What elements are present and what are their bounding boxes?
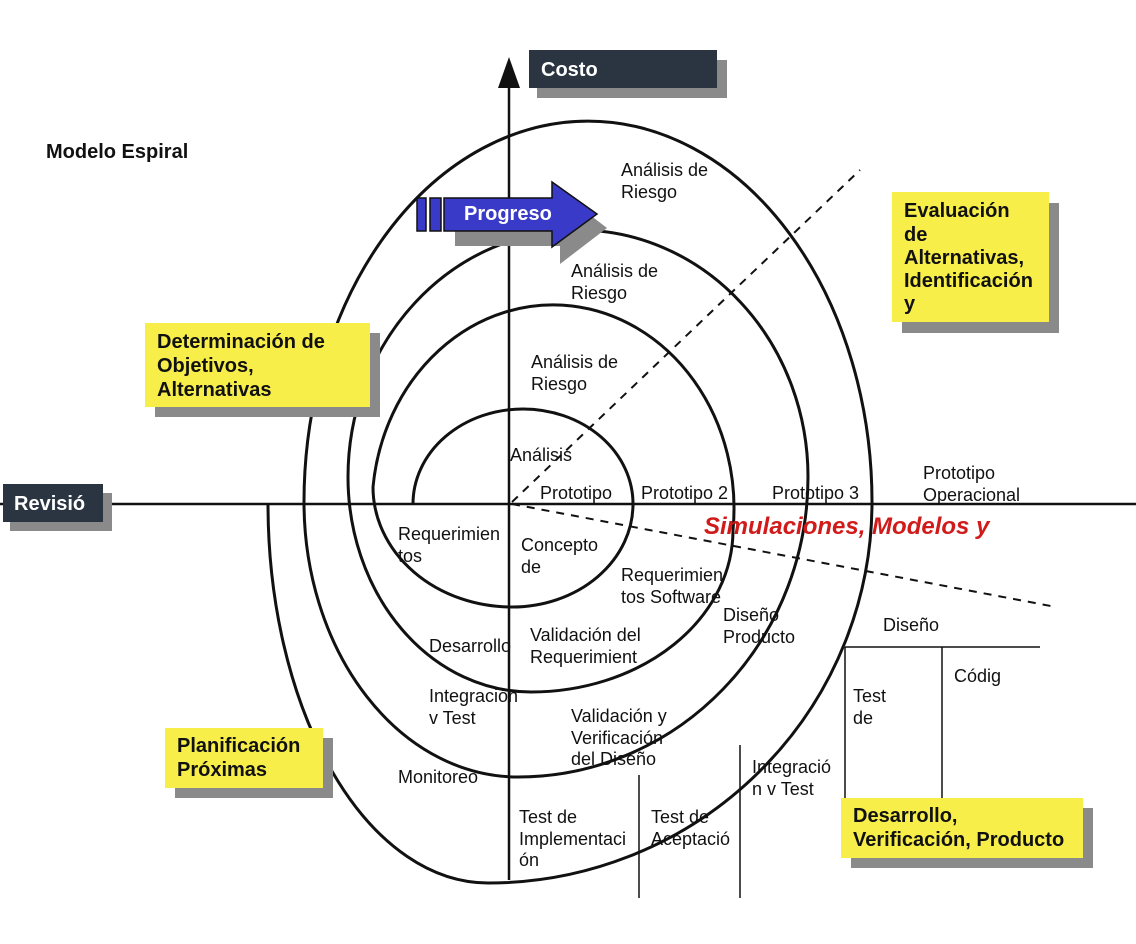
revision-box bbox=[3, 484, 103, 522]
quadrant-bottom-left-line-2: Próximas bbox=[177, 759, 267, 781]
integracion-test-left-line-1: Integración bbox=[429, 686, 518, 706]
quadrant-top-right-line-2: de bbox=[904, 224, 927, 246]
quadrant-top-left-line-3: Alternativas bbox=[157, 379, 272, 401]
horizontal-axis-label: Revisió bbox=[14, 493, 85, 515]
svg-text:Análisis de Riesgo: Análisis de Riesgo bbox=[531, 352, 623, 394]
test-implementacion-line-2: Implementaci bbox=[519, 829, 626, 849]
phase-grid-lines bbox=[638, 646, 1040, 898]
spiral-ring-4 bbox=[266, 119, 874, 885]
concepto-line-1: Concepto bbox=[521, 535, 598, 555]
risk-analysis-ring1: Análisis bbox=[510, 445, 572, 465]
test-implementacion-line-1: Test de bbox=[519, 807, 577, 827]
risk-analysis-ring2-line-1: Análisis de bbox=[531, 352, 618, 372]
spiral-ring-2 bbox=[346, 303, 736, 694]
svg-text:Test de Aceptació: Test de Aceptació bbox=[651, 807, 730, 849]
costo-box bbox=[529, 50, 717, 88]
quadrant-top-right-line-1: Evaluación bbox=[904, 200, 1010, 222]
validacion-req-line-2: Requerimient bbox=[530, 647, 637, 667]
desarrollo-label: Desarrollo bbox=[429, 636, 511, 656]
quadrant-box-top-right: Evaluación de Alternativas, Identificaci… bbox=[892, 192, 1059, 333]
diagram-title: Modelo Espiral bbox=[46, 141, 188, 163]
requerimientos-line-1: Requerimien bbox=[398, 524, 500, 544]
quadrant-top-left-line-1: Determinación de bbox=[157, 331, 325, 353]
integracion-test-right-line-1: Integració bbox=[752, 757, 831, 777]
prototype-3: Prototipo 3 bbox=[772, 483, 859, 503]
svg-text:Validación del Requerimien: Validación del Requerimient bbox=[530, 625, 646, 667]
requerimientos-line-2: tos bbox=[398, 546, 422, 566]
quadrant-box-top-left: Determinación de Objetivos, Alternativas bbox=[145, 323, 380, 417]
axis-arrowhead-icon bbox=[498, 57, 520, 88]
svg-text:Integración v Test: Integración v Test bbox=[429, 686, 523, 728]
dashed-divider-lower bbox=[511, 503, 1057, 608]
dashed-divider-upper bbox=[511, 169, 861, 503]
diseno-producto-line-2: Producto bbox=[723, 627, 795, 647]
test-implementacion-line-3: ón bbox=[519, 850, 539, 870]
prototype-operational-line-1: Prototipo bbox=[923, 463, 995, 483]
svg-text:Planificación Próximas: Planificación Próximas bbox=[177, 735, 306, 781]
validacion-req-line-1: Validación del bbox=[530, 625, 641, 645]
monitoreo-label: Monitoreo bbox=[398, 767, 478, 787]
diseno-producto-line-1: Diseño bbox=[723, 605, 779, 625]
test-de-line-1: Test bbox=[853, 686, 886, 706]
req-software-line-2: tos Software bbox=[621, 587, 721, 607]
quadrant-top-right-line-4: Identificación bbox=[904, 270, 1033, 292]
test-de-line-2: de bbox=[853, 708, 873, 728]
vertical-axis-label: Costo bbox=[541, 59, 598, 81]
svg-text:Test de: Test de bbox=[853, 686, 891, 728]
svg-text:Análisis de Riesgo: Análisis de Riesgo bbox=[621, 160, 713, 202]
svg-text:Requerimien tos: Requerimien tos bbox=[398, 524, 505, 566]
simulations-label: Simulaciones, Modelos y bbox=[704, 513, 991, 540]
progress-arrow: Progreso bbox=[416, 180, 607, 264]
svg-text:Desarrollo, Verificación: Desarrollo, Verificación, Producto bbox=[853, 805, 1064, 851]
quadrant-top-right-line-3: Alternativas, bbox=[904, 247, 1024, 269]
validacion-diseno-line-1: Validación y bbox=[571, 706, 667, 726]
risk-analysis-ring3-line-1: Análisis de bbox=[571, 261, 658, 281]
prototype-2: Prototipo 2 bbox=[641, 483, 728, 503]
prototype-1: Prototipo bbox=[540, 483, 612, 503]
svg-text:Validación y Verificación: Validación y Verificación del Diseño bbox=[571, 706, 672, 769]
progress-arrow-icon bbox=[443, 180, 599, 249]
quadrant-box-bottom-left: Planificación Próximas bbox=[165, 728, 333, 798]
prototype-operational-line-2: Operacional bbox=[923, 485, 1020, 505]
spiral-rings bbox=[266, 119, 874, 885]
quadrant-top-left-line-2: Objetivos, bbox=[157, 355, 254, 377]
svg-text:Prototipo Operacional: Prototipo Operacional bbox=[923, 463, 1020, 505]
validacion-diseno-line-2: Verificación bbox=[571, 728, 663, 748]
quadrant-top-right-line-5: y bbox=[904, 293, 916, 315]
quadrant-bottom-right-line-1: Desarrollo, bbox=[853, 805, 957, 827]
spiral-ring-1 bbox=[371, 407, 635, 609]
svg-text:Requerimien tos Software: Requerimien tos Software bbox=[621, 565, 728, 607]
diseno-label: Diseño bbox=[883, 615, 939, 635]
svg-text:Integració n v Test: Integració n v Test bbox=[752, 757, 836, 799]
test-aceptacion-line-1: Test de bbox=[651, 807, 709, 827]
codigo-label: Códig bbox=[954, 666, 1001, 686]
svg-text:Concepto de: Concepto de bbox=[521, 535, 603, 577]
quadrant-bottom-right-line-2: Verificación, Producto bbox=[853, 829, 1064, 851]
progress-label: Progreso bbox=[464, 203, 552, 225]
svg-text:Test de Implementaci ó: Test de Implementaci ón bbox=[519, 807, 631, 870]
test-aceptacion-line-2: Aceptació bbox=[651, 829, 730, 849]
svg-text:Determinación de Objetiv: Determinación de Objetivos, Alternativas bbox=[157, 331, 330, 401]
quadrant-box-bottom-right: Desarrollo, Verificación, Producto bbox=[841, 798, 1093, 868]
svg-text:Análisis de Riesgo: Análisis de Riesgo bbox=[571, 261, 663, 303]
svg-text:Diseño Producto: Diseño Producto bbox=[723, 605, 795, 647]
validacion-diseno-line-3: del Diseño bbox=[571, 749, 656, 769]
concepto-line-2: de bbox=[521, 557, 541, 577]
risk-analysis-ring4-line-1: Análisis de bbox=[621, 160, 708, 180]
risk-analysis-ring3-line-2: Riesgo bbox=[571, 283, 627, 303]
risk-analysis-ring4-line-2: Riesgo bbox=[621, 182, 677, 202]
spiral-ring-3 bbox=[302, 228, 810, 779]
svg-text:Evaluación de Alte: Evaluación de Alternativas, Identificaci… bbox=[904, 200, 1038, 315]
integracion-test-left-line-2: v Test bbox=[429, 708, 476, 728]
req-software-line-1: Requerimien bbox=[621, 565, 723, 585]
quadrant-bottom-left-line-1: Planificación bbox=[177, 735, 300, 757]
risk-analysis-ring2-line-2: Riesgo bbox=[531, 374, 587, 394]
integracion-test-right-line-2: n v Test bbox=[752, 779, 814, 799]
